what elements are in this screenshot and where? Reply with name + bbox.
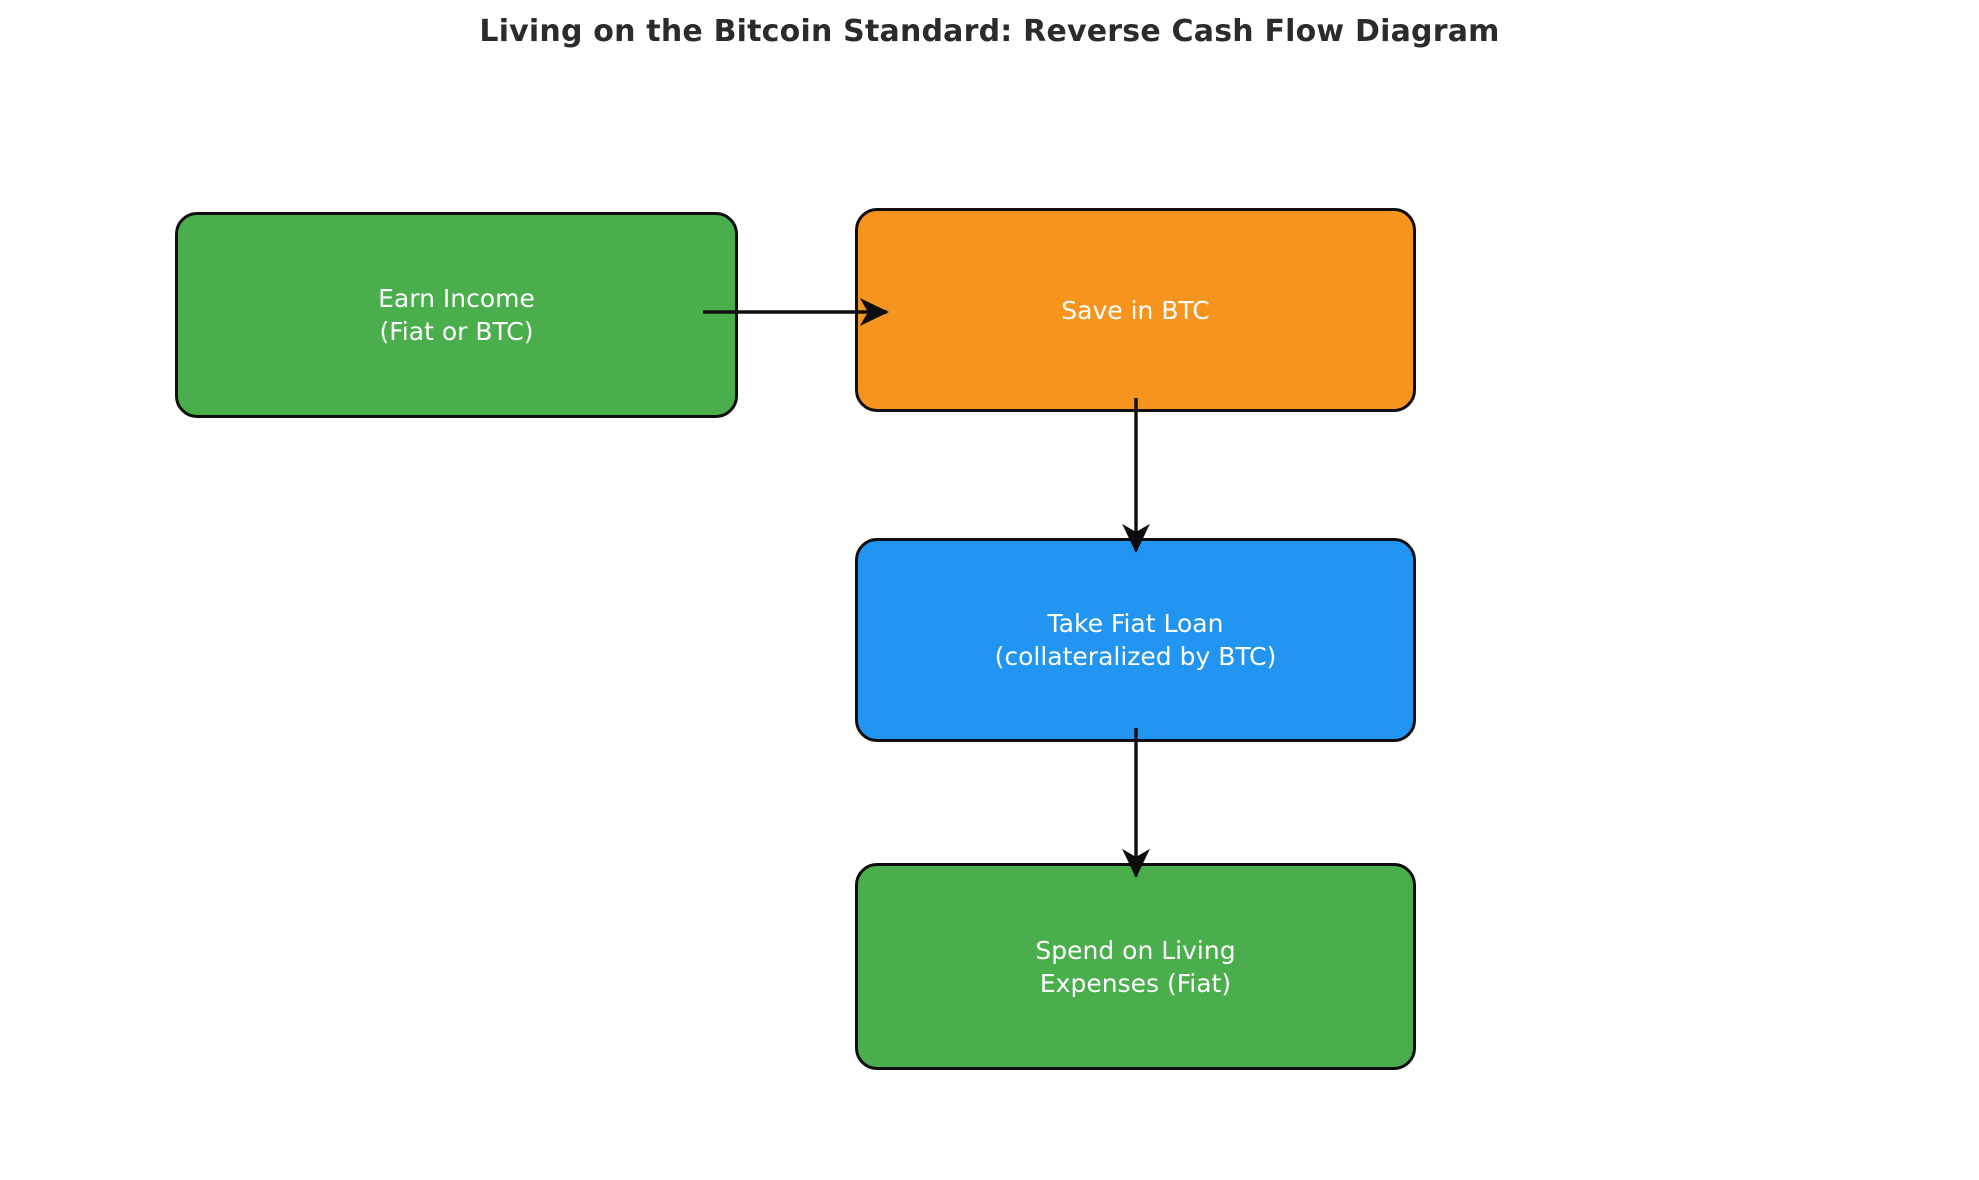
node-take-fiat-loan-label: Take Fiat Loan (collateralized by BTC) [994,609,1277,671]
page-title: Living on the Bitcoin Standard: Reverse … [479,14,1500,49]
node-save-btc-label: Save in BTC [1061,295,1210,325]
node-spend-on-living-expenses-label: Spend on Living Expenses (Fiat) [1035,935,1236,998]
node-save-btc[interactable]: Save in BTC [855,208,1416,412]
node-spend-on-living-expenses[interactable]: Spend on Living Expenses (Fiat) [855,863,1416,1070]
node-earn-income-label: Earn Income (Fiat or BTC) [378,284,535,346]
node-take-fiat-loan[interactable]: Take Fiat Loan (collateralized by BTC) [855,538,1416,742]
node-earn-income[interactable]: Earn Income (Fiat or BTC) [175,212,738,418]
